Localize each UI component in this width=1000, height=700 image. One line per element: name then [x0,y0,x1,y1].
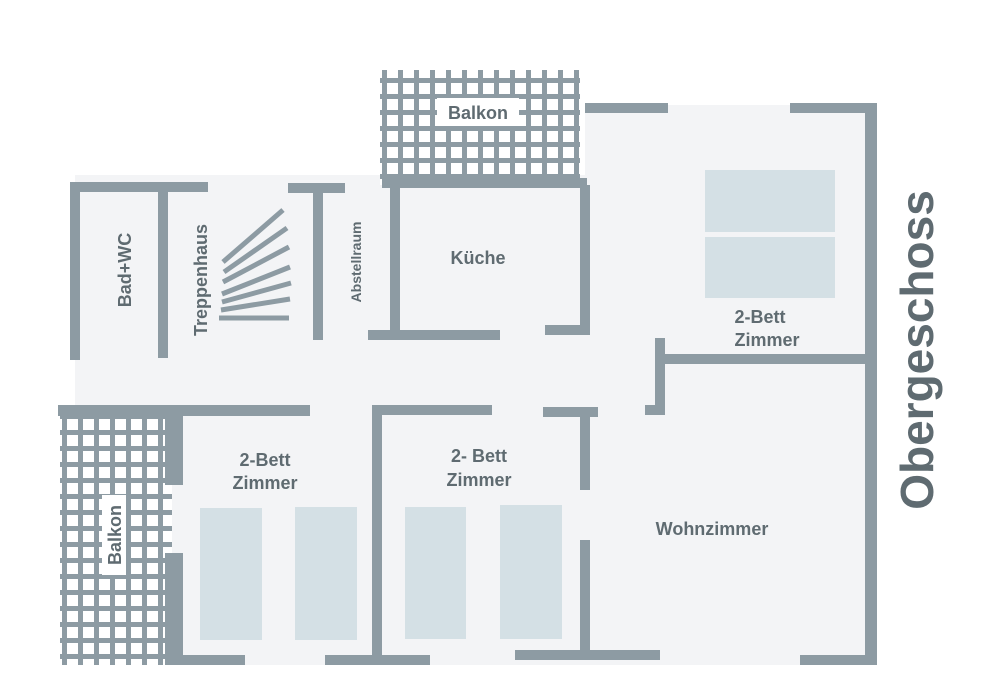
walls [58,103,877,665]
label-balkon-left: Balkon [105,505,125,565]
label-bedroom-mid-2: Zimmer [446,470,511,490]
label-wohnzimmer: Wohnzimmer [656,519,769,539]
floor-title: Obergeschoss [891,190,943,510]
staircase-icon [219,208,292,321]
bed [500,505,562,639]
label-treppenhaus: Treppenhaus [191,224,211,336]
beds [200,170,835,640]
label-abstellraum: Abstellraum [348,222,364,303]
balcony-top [380,70,580,185]
bed [705,237,835,298]
label-bedroom-left-1: 2-Bett [239,450,290,470]
label-bedroom-upper-1: 2-Bett [734,307,785,327]
label-bad-wc: Bad+WC [115,233,135,308]
bed [200,508,262,640]
label-kueche: Küche [450,248,505,268]
label-bedroom-mid-1: 2- Bett [451,446,507,466]
bed [405,507,466,639]
label-balkon-top: Balkon [448,103,508,123]
bed [295,507,357,640]
bed [705,170,835,232]
label-bedroom-upper-2: Zimmer [734,330,799,350]
label-bedroom-left-2: Zimmer [232,473,297,493]
